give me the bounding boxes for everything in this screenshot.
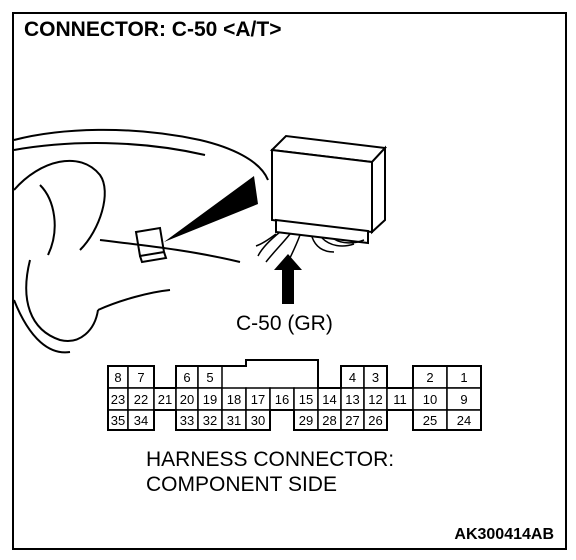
pin-32: 32 [197, 409, 223, 431]
pin-1: 1 [446, 365, 482, 389]
pin-number: 18 [227, 392, 241, 407]
pin-17: 17 [245, 387, 271, 411]
pin-30: 30 [245, 409, 271, 431]
pin-19: 19 [197, 387, 223, 411]
pin-29: 29 [293, 409, 319, 431]
pin-8: 8 [107, 365, 129, 389]
pin-number: 29 [299, 413, 313, 428]
pin-28: 28 [317, 409, 342, 431]
figure-code: AK300414AB [454, 526, 554, 543]
harness-wires [255, 231, 365, 267]
pin-34: 34 [127, 409, 155, 431]
pin-33: 33 [175, 409, 199, 431]
pin-number: 19 [203, 392, 217, 407]
pin-10: 10 [412, 387, 448, 411]
pin-7: 7 [127, 365, 155, 389]
pin-number: 4 [349, 370, 356, 385]
connector-label: C-50 (GR) [236, 312, 333, 335]
pin-number: 15 [299, 392, 313, 407]
caption-harness-connector: HARNESS CONNECTOR: [146, 448, 395, 471]
pin-number: 9 [460, 392, 467, 407]
pin-number: 35 [111, 413, 125, 428]
pin-2: 2 [412, 365, 448, 389]
pin-5: 5 [197, 365, 223, 389]
pin-3: 3 [363, 365, 388, 389]
pin-22: 22 [127, 387, 155, 411]
pin-number: 28 [322, 413, 336, 428]
pin-13: 13 [340, 387, 365, 411]
pin-number: 31 [227, 413, 241, 428]
pin-35: 35 [107, 409, 129, 431]
pin-number: 14 [322, 392, 336, 407]
pin-18: 18 [221, 387, 247, 411]
diagram-title: CONNECTOR: C-50 <A/T> [24, 18, 282, 41]
pin-number: 7 [137, 370, 144, 385]
pin-number: 22 [134, 392, 148, 407]
pin-6: 6 [175, 365, 199, 389]
pin-number: 30 [251, 413, 265, 428]
pin-number: 3 [372, 370, 379, 385]
pin-20: 20 [175, 387, 199, 411]
pin-number: 12 [368, 392, 382, 407]
pin-12: 12 [363, 387, 388, 411]
pin-31: 31 [221, 409, 247, 431]
connector-arrow [274, 254, 302, 304]
pin-number: 32 [203, 413, 217, 428]
pin-24: 24 [446, 409, 482, 431]
pin-number: 10 [423, 392, 437, 407]
connector-housing-outline [107, 359, 482, 431]
pin-number: 25 [423, 413, 437, 428]
pin-9: 9 [446, 387, 482, 411]
pin-11: 11 [386, 387, 414, 411]
pin-4: 4 [340, 365, 365, 389]
pin-number: 8 [114, 370, 121, 385]
caption-component-side: COMPONENT SIDE [146, 473, 337, 496]
pin-number: 23 [111, 392, 125, 407]
pin-27: 27 [340, 409, 365, 431]
pin-26: 26 [363, 409, 388, 431]
pin-number: 2 [426, 370, 433, 385]
pin-number: 24 [457, 413, 471, 428]
pin-number: 11 [393, 392, 407, 407]
pin-number: 13 [345, 392, 359, 407]
pin-14: 14 [317, 387, 342, 411]
pin-number: 1 [460, 370, 467, 385]
pin-number: 17 [251, 392, 265, 407]
pin-number: 16 [275, 392, 289, 407]
ecu-module [269, 134, 388, 245]
callout-wedge [164, 176, 258, 242]
pin-25: 25 [412, 409, 448, 431]
pin-21: 21 [153, 387, 177, 411]
pin-15: 15 [293, 387, 319, 411]
pin-number: 26 [368, 413, 382, 428]
pin-number: 20 [180, 392, 194, 407]
pin-number: 6 [183, 370, 190, 385]
pin-number: 21 [158, 392, 172, 407]
pin-number: 34 [134, 413, 148, 428]
pin-number: 5 [206, 370, 213, 385]
pin-16: 16 [269, 387, 295, 411]
pin-number: 27 [345, 413, 359, 428]
pin-number: 33 [180, 413, 194, 428]
pin-23: 23 [107, 387, 129, 411]
